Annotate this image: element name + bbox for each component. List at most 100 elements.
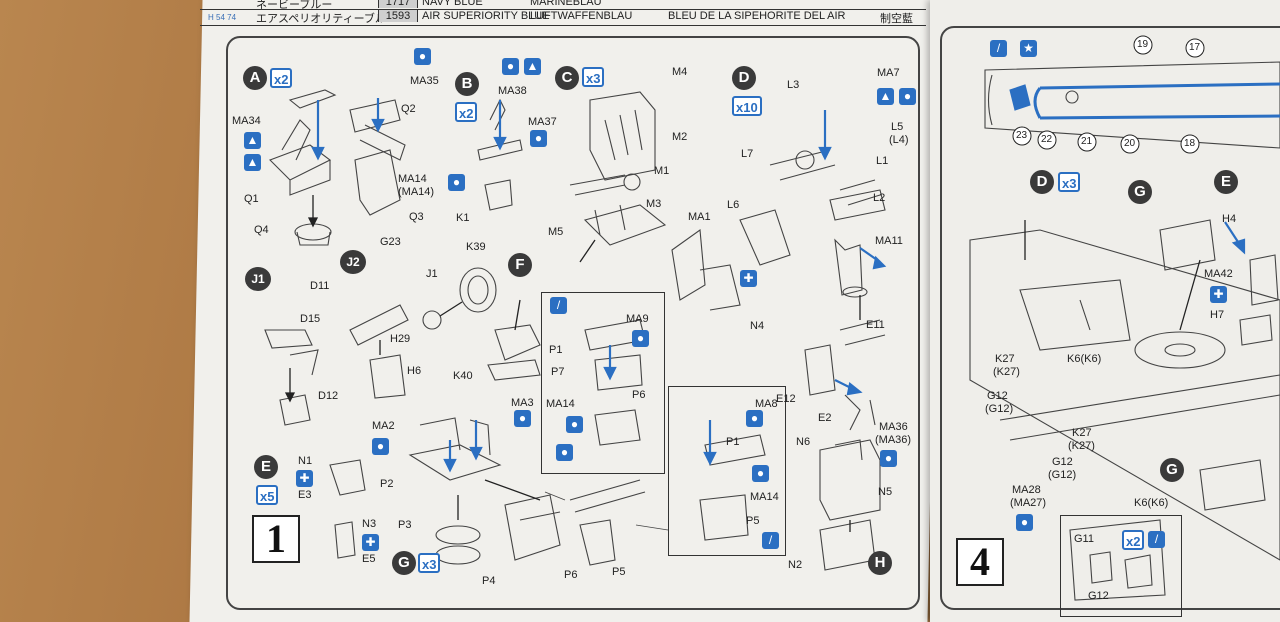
part-label: M2 xyxy=(672,131,688,143)
part-label: P4 xyxy=(482,575,496,587)
part-label: P2 xyxy=(380,478,394,490)
part-label: N5 xyxy=(878,486,893,498)
part-label: MA35 xyxy=(410,75,439,87)
paint-drop-icon: ● xyxy=(1016,514,1033,531)
part-label: L1 xyxy=(876,155,889,167)
paint-drop-icon: ● xyxy=(502,58,519,75)
subassembly-j1: J1 xyxy=(245,267,271,291)
step4-qty-x2: x2 xyxy=(1122,530,1145,550)
qty-b: x2 xyxy=(455,102,478,122)
part-label: K40 xyxy=(453,370,473,382)
part-label: MA1 xyxy=(688,211,711,223)
cement-icon: ▲ xyxy=(877,88,894,105)
paint-drop-icon: ● xyxy=(880,450,897,467)
part-label: MA14 xyxy=(546,398,575,410)
part-label: K1 xyxy=(456,212,470,224)
detail-inset-right xyxy=(668,386,786,556)
color-code: H 54 74 xyxy=(208,13,237,22)
star-icon: ★ xyxy=(1020,40,1037,57)
cement-icon: ▲ xyxy=(524,58,541,75)
color-name-jp: ネービーブルー xyxy=(256,0,333,11)
part-label: MA28 xyxy=(1012,484,1041,496)
part-label: MA7 xyxy=(877,67,900,79)
part-label: MA14 xyxy=(750,491,779,503)
color-name-en: NAVY BLUE xyxy=(422,0,483,8)
step4-subassembly-e: E xyxy=(1214,170,1238,194)
part-label: G11 xyxy=(1074,533,1094,545)
part-label: MA42 xyxy=(1204,268,1233,280)
paint-drop-icon: ● xyxy=(752,465,769,482)
color-name-de: MARINEBLAU xyxy=(530,0,602,8)
part-label: L3 xyxy=(787,79,800,91)
subassembly-d: D xyxy=(732,66,756,90)
qty-d: x10 xyxy=(732,96,762,116)
part-label: M3 xyxy=(646,198,662,210)
part-label: MA11 xyxy=(875,235,903,247)
callout-21: 21 xyxy=(1081,136,1093,147)
part-label: MA38 xyxy=(498,85,527,97)
subassembly-g: G xyxy=(392,551,416,575)
part-label: Q1 xyxy=(244,193,259,205)
paint-drop-icon: ● xyxy=(448,174,465,191)
part-label: MA3 xyxy=(511,397,534,409)
paint-drop-icon: ● xyxy=(899,88,916,105)
part-label: P1 xyxy=(549,344,563,356)
part-label: G12 xyxy=(987,390,1008,402)
decal-icon: ✚ xyxy=(1210,286,1227,303)
color-name-jp: エアスペリオリティーブルー xyxy=(256,13,397,25)
callout-20: 20 xyxy=(1124,138,1136,149)
part-label: L7 xyxy=(741,148,754,160)
part-label: M1 xyxy=(654,165,670,177)
part-label: N2 xyxy=(788,559,803,571)
paint-color-table: ネービーブルー 1717 NAVY BLUE MARINEBLAU H 54 7… xyxy=(200,0,926,28)
part-label: P7 xyxy=(551,366,565,378)
paint-drop-icon: ● xyxy=(746,410,763,427)
brush-icon: / xyxy=(990,40,1007,57)
part-label: MA2 xyxy=(372,420,395,432)
detail-inset-step4 xyxy=(1060,515,1182,617)
part-label: L6 xyxy=(727,199,740,211)
part-label: N3 xyxy=(362,518,377,530)
part-label: E12 xyxy=(776,393,796,405)
paint-drop-icon: ● xyxy=(566,416,583,433)
part-label: G12 xyxy=(1088,590,1109,602)
subassembly-h: H xyxy=(868,551,892,575)
step4-subassembly-g: G xyxy=(1128,180,1152,204)
brush-icon: / xyxy=(550,297,567,314)
step-1-frame xyxy=(226,36,920,610)
part-label: P3 xyxy=(398,519,412,531)
part-label: (G12) xyxy=(985,403,1014,415)
cement-icon: ▲ xyxy=(244,154,261,171)
part-label: H29 xyxy=(390,333,411,345)
qty-g: x3 xyxy=(418,553,441,573)
decal-icon: ✚ xyxy=(296,470,313,487)
part-label: G23 xyxy=(380,236,401,248)
callout-23: 23 xyxy=(1016,130,1028,141)
qty-c: x3 xyxy=(582,67,605,87)
part-label: (MA27) xyxy=(1010,497,1047,509)
part-label: P5 xyxy=(746,515,760,527)
brush-icon: / xyxy=(1148,531,1165,548)
part-label: MA8 xyxy=(755,398,778,410)
part-label: (L4) xyxy=(889,134,909,146)
part-label: D15 xyxy=(300,313,321,325)
paint-drop-icon: ● xyxy=(530,130,547,147)
step-number-4: 4 xyxy=(956,538,1004,586)
part-label: D11 xyxy=(310,280,330,292)
part-label: H4 xyxy=(1222,213,1237,225)
paint-drop-icon: ● xyxy=(414,48,431,65)
cement-icon: ▲ xyxy=(244,132,261,149)
part-label: MA9 xyxy=(626,313,649,325)
part-label: D12 xyxy=(318,390,339,402)
subassembly-c: C xyxy=(555,66,579,90)
step4-qty-d: x3 xyxy=(1058,172,1081,192)
callout-18: 18 xyxy=(1184,138,1196,149)
part-label: (K27) xyxy=(993,366,1020,378)
subassembly-e: E xyxy=(254,455,278,479)
paint-drop-icon: ● xyxy=(514,410,531,427)
paint-drop-icon: ● xyxy=(556,444,573,461)
part-label: (G12) xyxy=(1048,469,1077,481)
color-row-navy-blue: ネービーブルー 1717 NAVY BLUE MARINEBLAU xyxy=(200,0,926,11)
part-label: L2 xyxy=(873,192,886,204)
